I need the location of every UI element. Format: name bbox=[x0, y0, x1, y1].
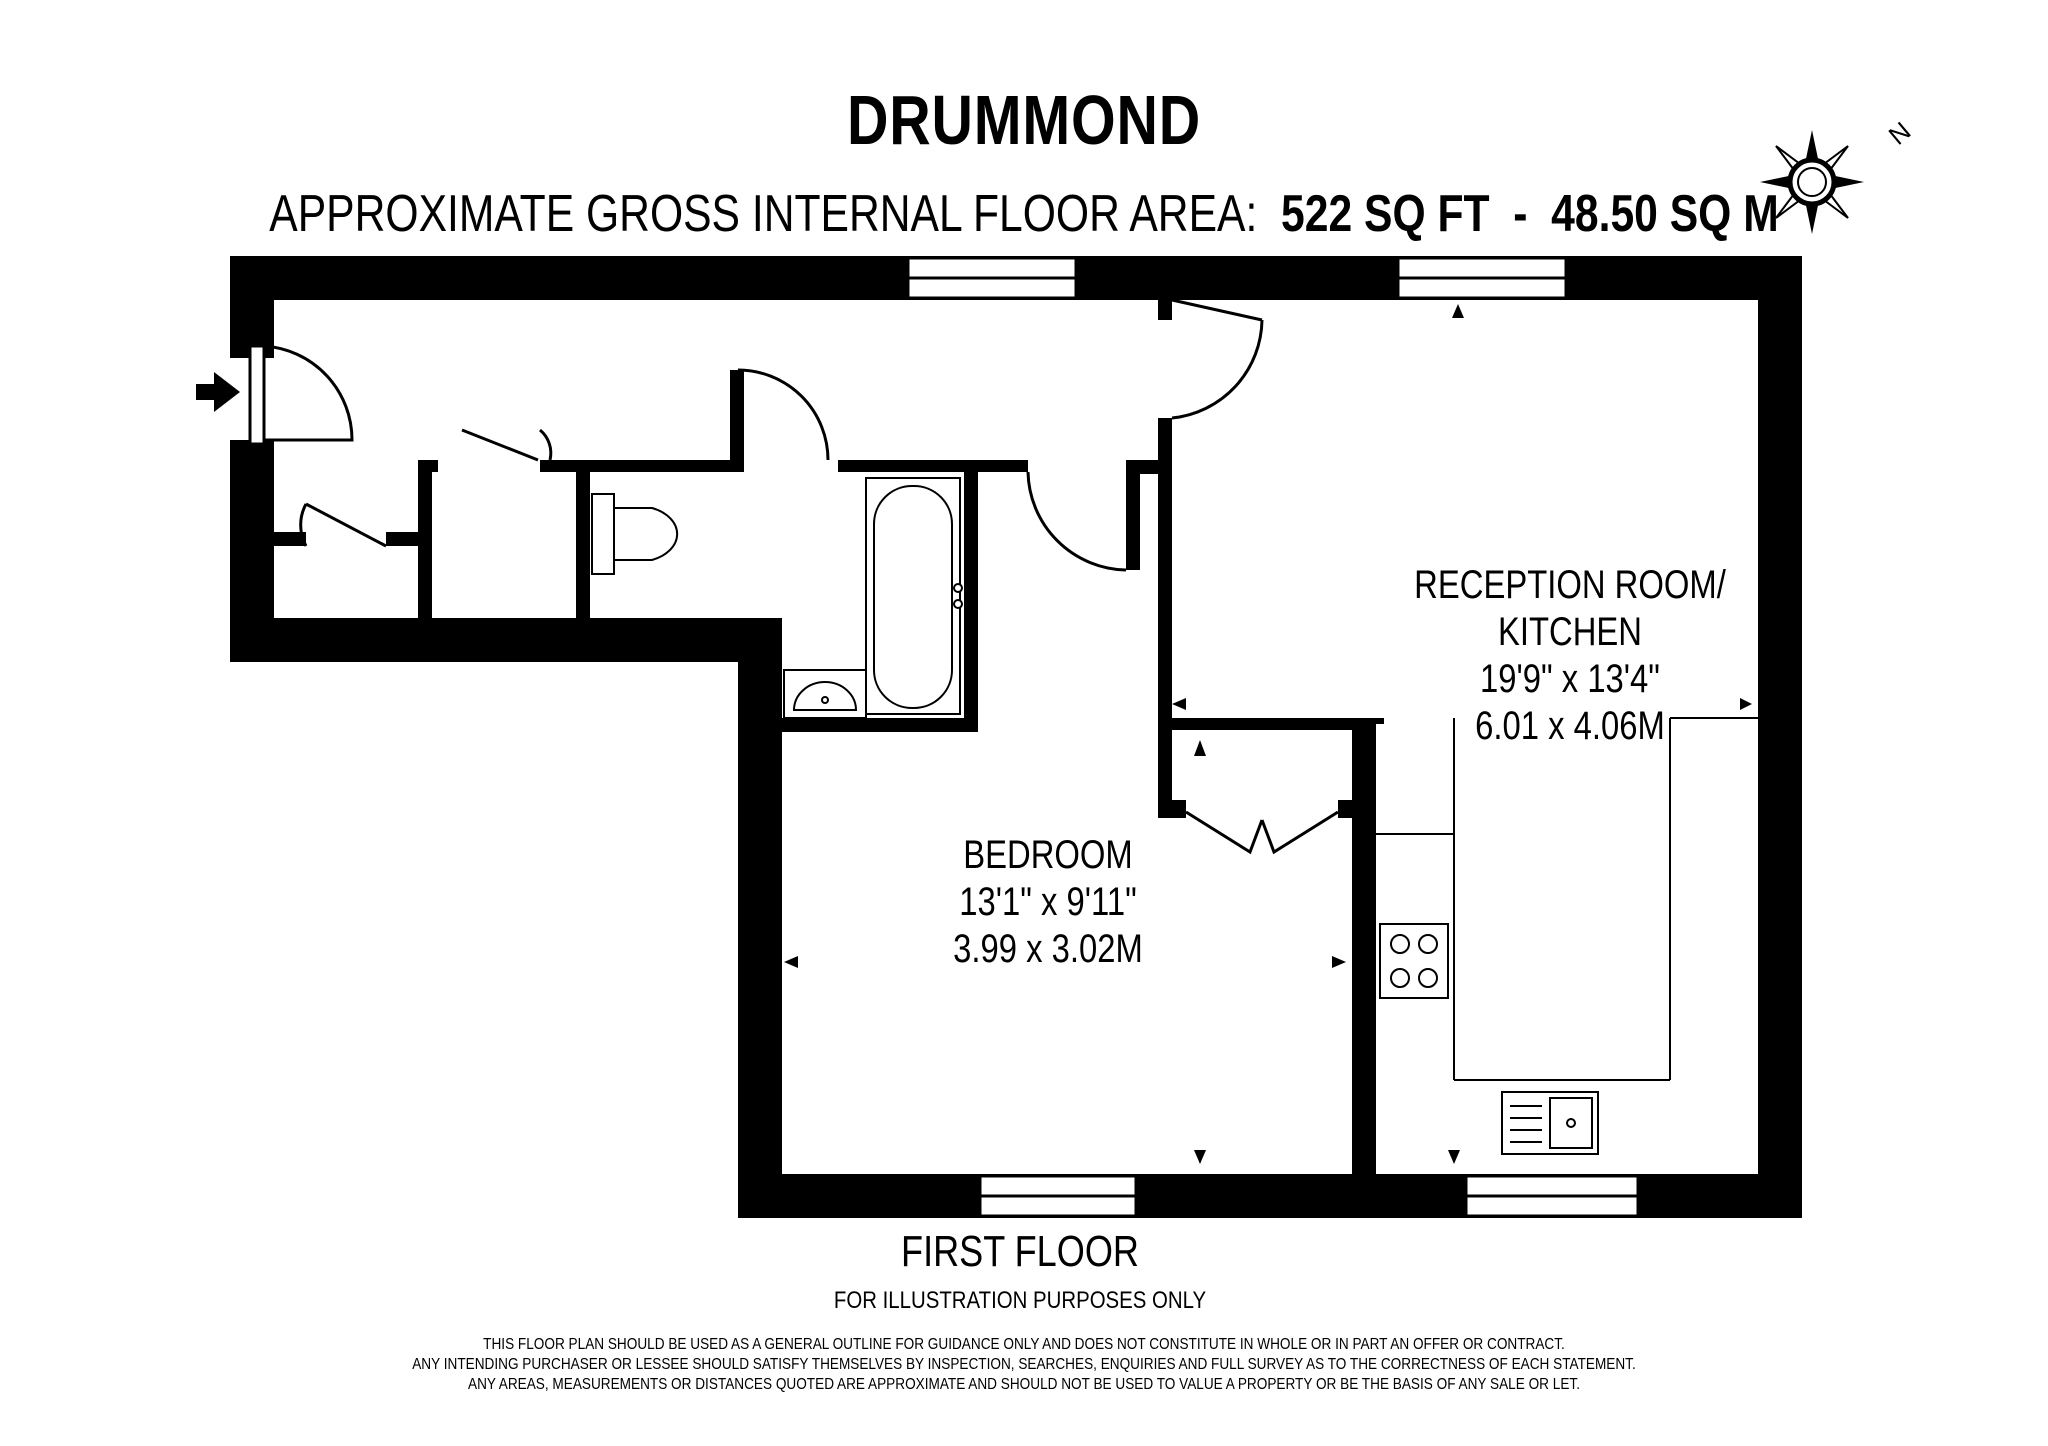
floor-area-label: APPROXIMATE GROSS INTERNAL FLOOR AREA: bbox=[269, 185, 1258, 243]
windows bbox=[906, 256, 1640, 1218]
compass-icon bbox=[1760, 130, 1864, 234]
reception-name-line2: KITCHEN bbox=[1498, 610, 1642, 654]
kitchen-fittings bbox=[1376, 717, 1758, 1155]
plan-title: DRUMMOND bbox=[846, 81, 1202, 159]
hob-icon bbox=[1379, 923, 1449, 999]
floor-area-sqm: 48.50 SQ M bbox=[1551, 185, 1779, 243]
bedroom-metric: 3.99 x 3.02M bbox=[953, 927, 1143, 971]
doors bbox=[248, 298, 1339, 855]
bathroom-fittings bbox=[591, 477, 963, 719]
dimension-markers bbox=[784, 304, 1752, 1164]
floor-area-separator: - bbox=[1513, 185, 1528, 243]
illustration-note: FOR ILLUSTRATION PURPOSES ONLY bbox=[833, 1287, 1207, 1314]
entrance-arrow-icon bbox=[196, 372, 240, 412]
floor-area-line: APPROXIMATE GROSS INTERNAL FLOOR AREA: 5… bbox=[184, 184, 1863, 244]
floor-area-sqft: 522 SQ FT bbox=[1281, 185, 1490, 243]
bedroom-imperial: 13'1" x 9'11" bbox=[959, 880, 1137, 924]
reception-imperial: 19'9" x 13'4" bbox=[1480, 657, 1660, 701]
floor-label: FIRST FLOOR bbox=[901, 1227, 1139, 1276]
disclaimer-line-1: THIS FLOOR PLAN SHOULD BE USED AS A GENE… bbox=[483, 1336, 1565, 1353]
bedroom-name: BEDROOM bbox=[963, 833, 1133, 877]
toilet-bowl-icon bbox=[613, 507, 679, 561]
compass-north-label: N bbox=[1883, 116, 1917, 151]
room-label-reception: RECEPTION ROOM/ KITCHEN 19'9" x 13'4" 6.… bbox=[1349, 562, 1792, 750]
bath-icon bbox=[873, 485, 953, 709]
reception-metric: 6.01 x 4.06M bbox=[1475, 704, 1665, 748]
toilet-cistern-icon bbox=[591, 493, 615, 575]
room-label-bedroom: BEDROOM 13'1" x 9'11" 3.99 x 3.02M bbox=[868, 832, 1229, 973]
reception-name-line1: RECEPTION ROOM/ bbox=[1414, 563, 1726, 607]
disclaimer-line-3: ANY AREAS, MEASUREMENTS OR DISTANCES QUO… bbox=[468, 1376, 1580, 1393]
disclaimer-line-2: ANY INTENDING PURCHASER OR LESSEE SHOULD… bbox=[412, 1356, 1636, 1373]
